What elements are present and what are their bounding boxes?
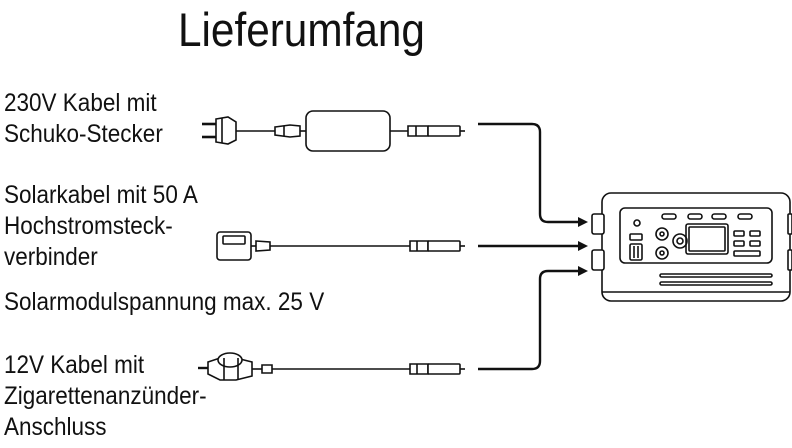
label-line: Anschluss (4, 413, 107, 441)
label-solar-voltage: Solarmodulspannung max. 25 V (4, 287, 324, 318)
label-car-cable: 12V Kabel mit Zigarettenanzünder- Anschl… (4, 350, 207, 443)
label-line: 12V Kabel mit (4, 351, 145, 379)
page-title: Lieferumfang (178, 3, 425, 56)
ac-cable-icon (202, 110, 465, 152)
solar-cable-icon (216, 231, 465, 261)
car-cable-icon (198, 352, 465, 381)
arrow-car (478, 266, 588, 371)
label-line: verbinder (4, 243, 98, 271)
arrows (478, 122, 588, 371)
arrow-ac (478, 122, 588, 227)
label-line: Solarmodulspannung max. 25 V (4, 288, 325, 316)
label-line: Schuko-Stecker (4, 120, 163, 148)
power-station-icon (591, 192, 792, 302)
label-line: Zigarettenanzünder- (4, 382, 207, 410)
label-line: Hochstromsteck- (4, 212, 173, 240)
label-ac-cable: 230V Kabel mit Schuko-Stecker (4, 88, 163, 150)
label-solar-cable: Solarkabel mit 50 A Hochstromsteck- verb… (4, 180, 198, 273)
label-line: Solarkabel mit 50 A (4, 181, 198, 209)
label-line: 230V Kabel mit (4, 89, 157, 117)
